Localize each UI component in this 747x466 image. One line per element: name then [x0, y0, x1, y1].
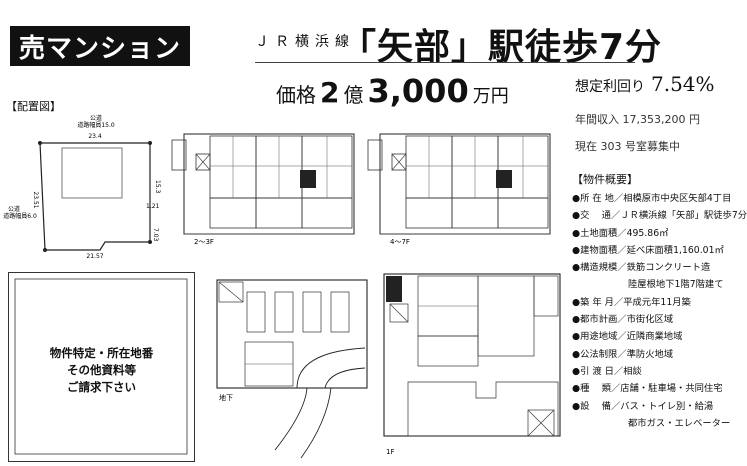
dim-right: 15.3	[154, 180, 161, 194]
floor-label-1f: 1F	[386, 448, 394, 456]
floor-plan-basement: 地下	[216, 279, 368, 459]
road-left-width: 道路幅員6.0	[3, 212, 37, 220]
price: 価格 2 億 3,000 万円	[276, 72, 509, 110]
overview-restriction: ●公法制限／準防火地域	[572, 348, 674, 360]
overview-floor-area: ●建物面積／延べ床面積1,160.01㎡	[572, 244, 724, 256]
vacancy-note: 現在 303 号室募集中	[575, 140, 680, 153]
overview-city-plan: ●都市計画／市街化区域	[572, 314, 674, 326]
floor-label-basement: 地下	[219, 393, 233, 402]
overview-land-area: ●土地面積／495.86㎡	[572, 227, 669, 239]
price-oku: 2	[320, 76, 340, 109]
overview-list: ●所 在 地／相模原市中央区矢部4丁目 ●交 通／ＪＲ横浜線「矢部」駅徒歩7分 …	[572, 190, 747, 432]
overview-equipment: ●設 備／バス・トイレ別・給湯	[572, 400, 714, 412]
overview-structure-detail: 陸屋根地下1階7階建て	[628, 279, 724, 291]
overview-access: ●交 通／ＪＲ横浜線「矢部」駅徒歩7分	[572, 210, 747, 222]
site-plan-label: 【配置図】	[6, 100, 61, 113]
station-title: 「矢部」駅徒歩7分	[340, 27, 663, 68]
overview-structure: ●構造規模／鉄筋コンクリート造	[572, 262, 711, 274]
overview-built: ●築 年 月／平成元年11月築	[572, 296, 691, 308]
notice-line-1: 物件特定・所在地番	[49, 346, 154, 360]
overview-type: ●種 類／店舗・駐車場・共同住宅	[572, 383, 723, 395]
overview-address: ●所 在 地／相模原市中央区矢部4丁目	[572, 193, 732, 204]
price-man-unit: 万円	[472, 86, 509, 107]
train-line: ＪＲ横浜線	[255, 34, 355, 50]
floor-plan-2-3f: 2～3F	[171, 133, 355, 246]
floor-plan-1f: 1F	[383, 273, 561, 456]
road-top-width: 道路幅員15.0	[77, 121, 115, 129]
yield-value: 7.54%	[651, 72, 715, 96]
building-footprint	[61, 147, 123, 199]
sale-banner: 売マンション	[10, 26, 190, 66]
expected-yield: 想定利回り 7.54%	[575, 72, 715, 96]
annual-income: 年間収入 17,353,200 円	[575, 113, 700, 126]
dim-top: 23.4	[88, 133, 102, 140]
overview-equipment-detail: 都市ガス・エレベーター	[628, 417, 731, 429]
overview-title: 【物件概要】	[572, 173, 638, 186]
road-left-label: 公道	[8, 205, 20, 213]
overview-handover: ●引 渡 日／相談	[572, 365, 642, 377]
dim-right-2: 1.21	[146, 203, 160, 210]
site-boundary	[39, 142, 151, 251]
floor-plan-4-7f: 4～7F	[367, 133, 551, 246]
site-plan: 公道 道路幅員15.0 23.4 23.51 15.3 1.21 7.03 21…	[3, 114, 161, 260]
dim-left: 23.51	[32, 191, 39, 208]
inquiry-notice: 物件特定・所在地番 その他資料等 ご請求下さい	[8, 272, 195, 462]
floor-label-2-3f: 2～3F	[194, 238, 214, 246]
price-label: 価格	[276, 83, 316, 107]
price-man: 3,000	[367, 72, 469, 110]
yield-label: 想定利回り	[575, 79, 645, 95]
dim-right-3: 7.03	[152, 228, 159, 242]
floor-label-4-7f: 4～7F	[390, 238, 410, 246]
price-oku-unit: 億	[343, 83, 364, 107]
title-underline	[255, 62, 635, 63]
notice-line-2: その他資料等	[67, 363, 136, 377]
road-top-label: 公道	[90, 114, 102, 122]
notice-line-3: ご請求下さい	[67, 380, 136, 394]
dim-bottom: 21.57	[86, 253, 103, 260]
overview-zoning: ●用途地域／近隣商業地域	[572, 331, 683, 343]
